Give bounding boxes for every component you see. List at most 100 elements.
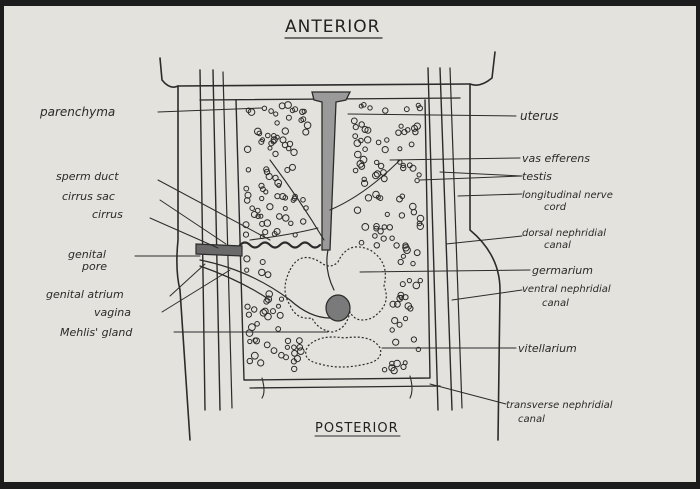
testis-follicle	[377, 228, 384, 235]
testis-follicle	[361, 176, 367, 183]
testis-follicle	[272, 150, 279, 158]
testis-follicle	[412, 281, 421, 290]
testis-follicle	[400, 253, 406, 259]
testis-follicle	[416, 214, 425, 223]
testis-follicle	[261, 307, 269, 315]
label-genital-pore-line2: pore	[81, 260, 107, 273]
testis-follicle	[251, 306, 258, 313]
testis-follicle	[414, 177, 420, 184]
label-dorsal-nephridial-line2: canal	[544, 240, 571, 251]
testis-follicle	[285, 114, 292, 121]
testis-follicle	[388, 364, 396, 372]
label-longitudinal-nerve-line1: longitudinal nerve	[522, 190, 613, 201]
testis-follicle	[392, 338, 400, 346]
testis-follicle	[402, 244, 410, 252]
testis-follicle	[400, 363, 407, 370]
cirrus-sac	[195, 243, 243, 257]
testis-follicle	[397, 146, 403, 152]
testis-follicle	[300, 197, 306, 203]
testis-follicle	[296, 344, 304, 351]
testis-follicle	[407, 305, 414, 312]
testis-follicle	[373, 242, 380, 249]
testis-follicle	[292, 106, 299, 113]
testis-follicle	[270, 138, 277, 145]
testis-follicle	[375, 194, 381, 200]
testis-follicle	[281, 141, 289, 149]
label-mehlis-gland: Mehlis' gland	[60, 326, 133, 339]
testis-follicle	[259, 259, 266, 265]
testis-follicle	[284, 167, 291, 173]
testis-follicle	[284, 337, 292, 345]
testis-follicle	[361, 102, 367, 108]
testis-follicle	[264, 271, 272, 279]
sperm-duct	[238, 241, 322, 249]
testis-follicle	[291, 344, 297, 351]
testis-follicle	[402, 316, 409, 322]
testis-follicle	[350, 117, 358, 125]
testis-follicle	[263, 341, 271, 349]
testis-follicle	[296, 337, 303, 345]
testis-follicle	[246, 357, 254, 365]
label-uterus: uterus	[520, 109, 558, 123]
testis-follicle	[268, 108, 274, 114]
testis-follicle	[391, 317, 399, 325]
testis-follicle	[416, 105, 423, 112]
testis-follicle	[373, 223, 380, 230]
proglottid-outline	[159, 51, 501, 441]
testis-follicle	[396, 195, 403, 203]
testis-follicle	[353, 139, 362, 147]
testis-follicle	[384, 137, 390, 143]
testis-follicle	[373, 225, 380, 232]
testis-follicle	[302, 128, 310, 136]
testis-follicle	[291, 365, 298, 373]
testis-follicle	[362, 146, 368, 152]
testis-follicle	[389, 360, 395, 367]
testis-follicle	[245, 329, 254, 337]
testis-follicle	[260, 186, 266, 193]
label-genital-atrium: genital atrium	[46, 288, 124, 301]
testis-follicle	[291, 349, 298, 357]
testis-follicle	[247, 338, 253, 345]
leader-lines-right	[347, 113, 531, 405]
testis-follicle	[279, 193, 287, 200]
testis-follicle	[399, 281, 406, 288]
testis-follicle	[364, 136, 372, 144]
testis-follicle	[244, 191, 252, 199]
testis-follicle	[409, 164, 417, 172]
testis-follicle	[377, 162, 385, 170]
testis-follicle	[254, 207, 261, 214]
testis-follicle	[408, 141, 415, 148]
testis-follicle	[284, 344, 290, 350]
testis-follicle	[352, 133, 359, 140]
testis-follicle	[245, 311, 252, 318]
testis-follicle	[396, 321, 403, 328]
label-transverse-nephridial-line1: transverse nephridial	[506, 400, 613, 411]
label-longitudinal-nerve-line2: cord	[544, 202, 567, 213]
label-ventral-nephridial-line2: canal	[542, 298, 569, 309]
testis-follicle	[377, 195, 384, 202]
testis-follicle	[276, 303, 281, 309]
testis-follicle	[244, 267, 250, 273]
testis-follicle	[372, 233, 378, 239]
testis-follicle	[358, 121, 365, 128]
label-germarium: germarium	[532, 264, 593, 277]
testis-follicle	[273, 228, 281, 235]
label-cirrus: cirrus	[92, 208, 123, 221]
testis-follicle	[244, 303, 251, 310]
testis-follicle	[400, 164, 407, 172]
testis-follicle	[255, 213, 261, 220]
testis-follicle	[416, 222, 424, 231]
testis-follicle	[415, 346, 422, 353]
label-vas-efferens: vas efferens	[522, 152, 590, 165]
testis-follicle	[364, 126, 372, 134]
testis-follicle	[300, 218, 307, 225]
testis-follicle	[290, 148, 298, 157]
testis-follicle	[282, 195, 289, 201]
vagina	[199, 259, 331, 319]
testis-follicle	[289, 163, 296, 171]
testis-follicle	[410, 209, 418, 216]
testis-follicle	[380, 175, 388, 183]
testis-follicle	[254, 321, 260, 327]
testis-follicle	[274, 120, 280, 126]
